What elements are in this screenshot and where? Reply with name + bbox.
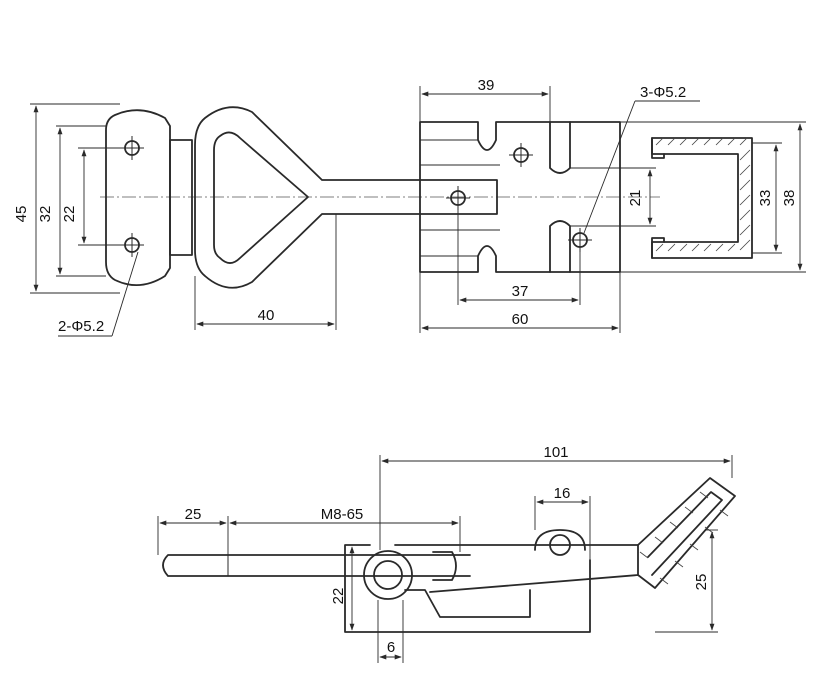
keeper-slot-upper [549,121,571,174]
hook-section [651,137,753,259]
side-hook [637,477,736,589]
dim-37-label: 37 [512,283,529,300]
top-view: 45 32 22 2-Φ5.2 40 39 3-Φ5.2 21 [13,77,806,337]
dim-21-label: 21 [627,190,644,207]
keeper-hole-2 [446,186,470,210]
base-plate [105,109,171,286]
dim-60-label: 60 [512,311,529,328]
dim-101-label: 101 [543,444,568,461]
dim-33-label: 33 [757,190,774,207]
base-hole-leader [111,251,139,337]
dim-22-side-label: 22 [330,588,347,605]
keeper-hole-callout: 3-Φ5.2 [640,84,686,101]
base-flange [169,139,193,256]
base-recess [404,589,531,618]
eye-end [432,551,457,581]
dim-25-bolt-label: 25 [185,506,202,523]
keeper-hole-3 [568,228,592,252]
bolt-head-inner [373,560,403,590]
base-body [344,544,591,633]
bolt-rod [162,554,471,577]
bolt-head-outer [363,550,413,600]
dim-38-label: 38 [781,190,798,207]
dim-25-hook-label: 25 [693,574,710,591]
lever-arm [394,544,639,593]
dim-22-label: 22 [61,206,78,223]
keeper-hole-leader [583,100,636,234]
keeper-hole-1 [509,143,533,167]
dim-16-label: 16 [554,485,571,502]
dim-45-label: 45 [13,206,30,223]
pivot-lug [534,529,586,551]
dim-40-label: 40 [258,307,275,324]
base-hole-callout: 2-Φ5.2 [58,318,104,335]
side-view: 101 16 25 M8-65 22 25 6 [157,444,736,663]
keeper-slot-lower [549,220,571,273]
dim-m8-label: M8-65 [321,506,364,523]
handle-outer [194,106,498,289]
handle-inner [213,131,309,264]
dim-39-label: 39 [478,77,495,94]
dim-6-label: 6 [387,639,395,656]
dim-32-label: 32 [37,206,54,223]
